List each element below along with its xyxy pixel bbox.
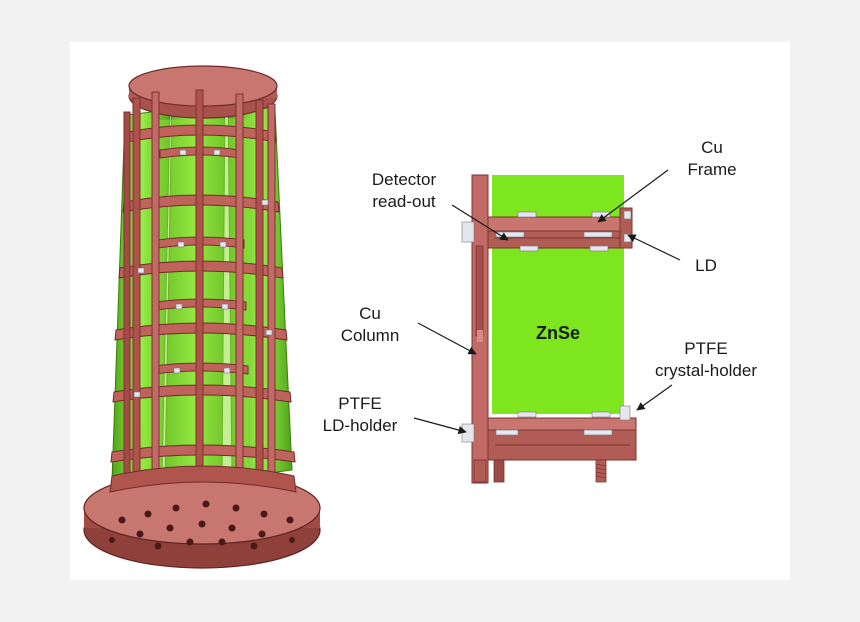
label-znse: ZnSe — [535, 323, 580, 343]
main-crystal-znse — [492, 248, 624, 414]
tower-plate-holes — [109, 500, 295, 550]
label-cu-frame: Cu Frame — [687, 138, 737, 179]
arrow-detector-readout — [451, 204, 509, 241]
detector-tower-3d-icon — [83, 65, 321, 569]
detector-module-cross-section-icon — [461, 174, 637, 484]
tower-columns — [123, 89, 276, 501]
arrow-cu-column — [417, 322, 477, 355]
arrow-ptfe-ld-holder — [413, 417, 467, 435]
cu-column — [471, 174, 489, 484]
label-ptfe-ld-holder: PTFE LD-holder — [322, 394, 398, 435]
lower-cu-frame — [461, 405, 637, 483]
upper-crystal — [492, 175, 624, 217]
arrow-ld — [627, 234, 681, 261]
arrow-cu-frame — [597, 169, 669, 223]
tower-bottom-plate — [83, 465, 321, 569]
label-detector-readout: Detector read-out — [371, 170, 437, 211]
tower-clips — [133, 149, 273, 398]
leader-lines — [413, 169, 681, 435]
label-ptfe-crystal-holder: PTFE crystal-holder — [654, 339, 758, 380]
arrow-ptfe-crystal-holder — [636, 384, 673, 411]
label-cu-column: Cu Column — [340, 304, 400, 345]
label-ld: LD — [695, 256, 717, 275]
